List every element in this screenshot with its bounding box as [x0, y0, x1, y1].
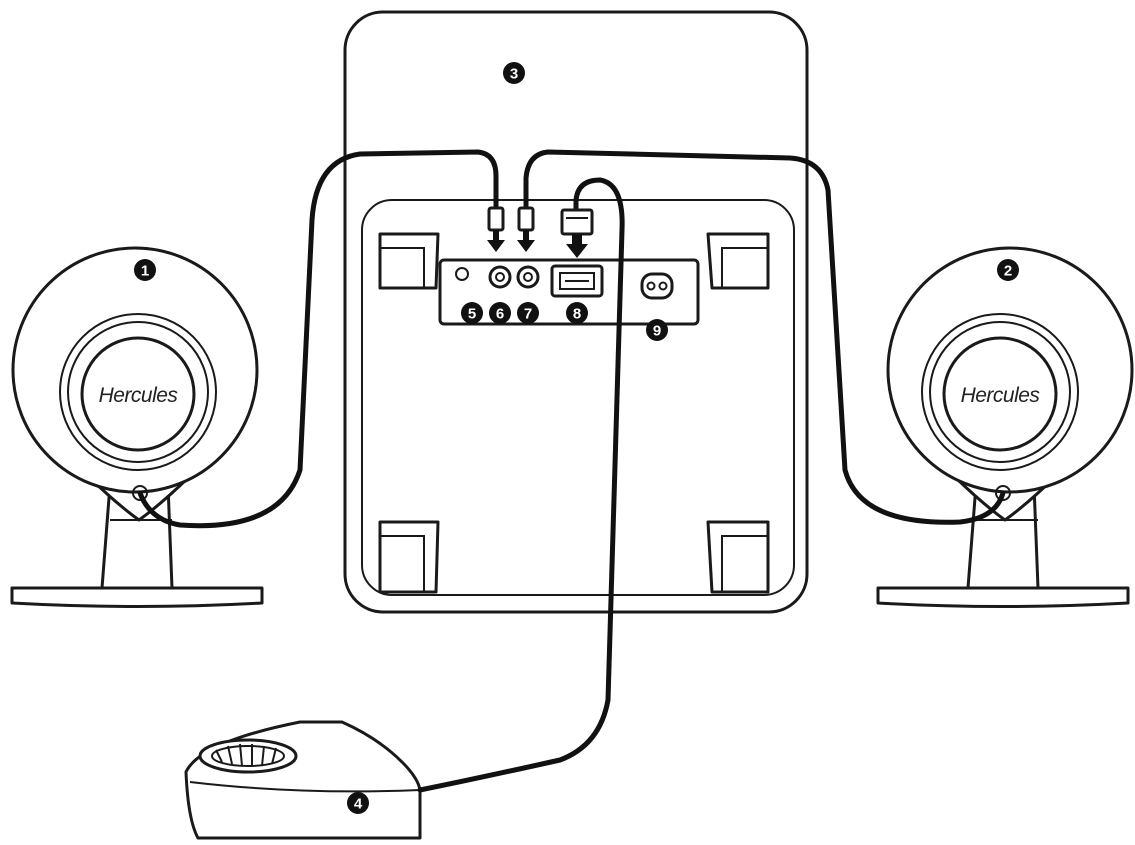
svg-text:6: 6: [496, 306, 504, 323]
subwoofer-pad-bottom-left: [378, 520, 440, 594]
subwoofer-pad-bottom-right: [706, 520, 770, 594]
right-speaker-jack: [516, 265, 540, 289]
pod-plug: [560, 208, 594, 258]
callout-9: 9: [646, 319, 668, 341]
left-satellite-speaker: Hercules: [10, 246, 264, 608]
callout-2: 2: [997, 259, 1019, 281]
svg-text:5: 5: [468, 306, 476, 323]
speaker-cables: [137, 149, 1006, 793]
left-speaker-jack: [488, 265, 512, 289]
control-pod: [184, 720, 422, 840]
callout-4: 4: [347, 792, 369, 814]
small-jack: [455, 267, 469, 281]
brand-logo-left: Hercules: [99, 384, 179, 407]
callout-1: 1: [134, 259, 156, 281]
right-plug: [517, 206, 535, 252]
callout-8: 8: [566, 302, 588, 324]
svg-text:1: 1: [141, 263, 149, 280]
right-satellite-speaker: Hercules: [876, 246, 1134, 608]
plugs: [487, 206, 594, 258]
left-plug: [487, 206, 505, 252]
subwoofer-pad-top-left: [378, 232, 440, 290]
brand-logo-right: Hercules: [961, 384, 1041, 407]
svg-text:2: 2: [1004, 263, 1012, 280]
left-speaker-cable: [137, 149, 499, 529]
power-socket: [640, 272, 674, 300]
control-pod-connector: [550, 264, 604, 298]
control-pod-cable: [417, 177, 625, 793]
subwoofer-pad-top-right: [706, 232, 770, 290]
svg-text:9: 9: [653, 323, 661, 340]
callout-3: 3: [503, 62, 525, 84]
svg-text:7: 7: [524, 306, 532, 323]
callout-5: 5: [461, 302, 483, 324]
svg-text:4: 4: [354, 796, 363, 813]
right-speaker-cable: [523, 149, 1006, 525]
callout-6: 6: [489, 302, 511, 324]
svg-text:8: 8: [573, 306, 581, 323]
callout-7: 7: [517, 302, 539, 324]
svg-text:3: 3: [510, 66, 518, 83]
